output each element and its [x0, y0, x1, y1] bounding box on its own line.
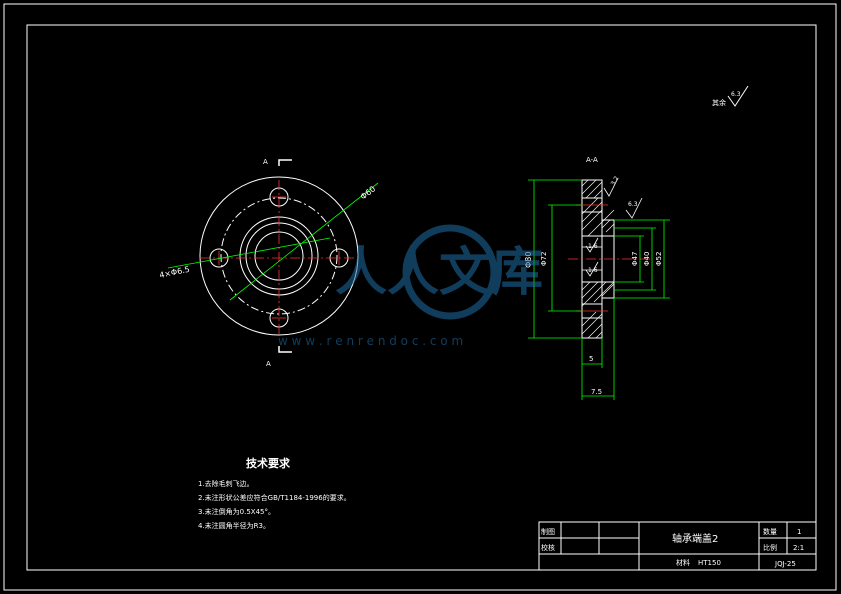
material-value: HT150: [698, 559, 721, 567]
outer-flange-circle: [199, 176, 359, 336]
roughness-1-6-b: 1.6: [588, 267, 598, 274]
general-roughness-value: 6.3: [731, 91, 741, 98]
section-marker-bottom: [278, 346, 292, 353]
dim-5: 5: [589, 355, 593, 363]
pcd-dimension-line: [229, 182, 379, 301]
watermark-url: w w w . r e n r e n d o c . c o m: [278, 334, 463, 348]
dim-d40: Φ40: [643, 252, 651, 266]
watermark: 人人文库 w w w . r e n r e n d o c . c o m: [278, 224, 543, 348]
drawn-label: 制图: [541, 527, 555, 536]
dim-d52: Φ52: [655, 252, 663, 266]
tech-item-3: 3.未注倒角为0.5X45°。: [198, 507, 275, 516]
section-view: [528, 177, 670, 400]
tech-heading: 技术要求: [246, 456, 291, 470]
tech-item-1: 1.去除毛刺飞边。: [198, 479, 254, 488]
dim-d80: Φ80: [524, 252, 533, 268]
section-label-bottom: A: [266, 360, 271, 368]
section-marker-top: [278, 159, 292, 166]
drawing-title: 轴承端盖2: [672, 532, 718, 545]
scale-label: 比例: [763, 543, 777, 552]
roughness-symbol: [727, 85, 749, 107]
watermark-text: 人人文库: [335, 242, 543, 303]
tech-item-2: 2.未注形状公差应符合GB/T1184-1996的要求。: [198, 493, 351, 502]
section-label-top: A: [263, 158, 268, 166]
material-label: 材料: [676, 558, 690, 567]
roughness-1-6-a: 1.6: [588, 243, 598, 250]
holes-dimension-text: 4×Φ6.5: [159, 265, 191, 280]
section-title: A-A: [586, 156, 598, 164]
front-view: [167, 159, 379, 353]
roughness-3-2: 3.2: [610, 175, 621, 187]
dim-7-5: 7.5: [591, 388, 602, 396]
outer-frame: [3, 3, 837, 591]
dim-d47: Φ47: [631, 252, 639, 266]
general-roughness: 其余 6.3: [712, 85, 749, 107]
qty-label: 数量: [763, 527, 777, 536]
tech-item-4: 4.未注圆角半径为R3。: [198, 521, 270, 530]
hole-leader-line: [167, 237, 331, 269]
scale-value: 2:1: [793, 544, 804, 552]
qty-value: 1: [797, 528, 801, 536]
dim-d72: Φ72: [540, 252, 548, 266]
drawing-code: JQJ-25: [774, 560, 796, 568]
qi-yu-label: 其余: [712, 98, 726, 107]
check-label: 校核: [541, 543, 555, 552]
section-dimensions: [528, 179, 670, 400]
title-block: [538, 521, 817, 571]
inner-frame: [26, 24, 817, 571]
roughness-main-section: 6.3: [628, 201, 638, 208]
pcd-dimension-text: Φ60: [359, 184, 378, 201]
